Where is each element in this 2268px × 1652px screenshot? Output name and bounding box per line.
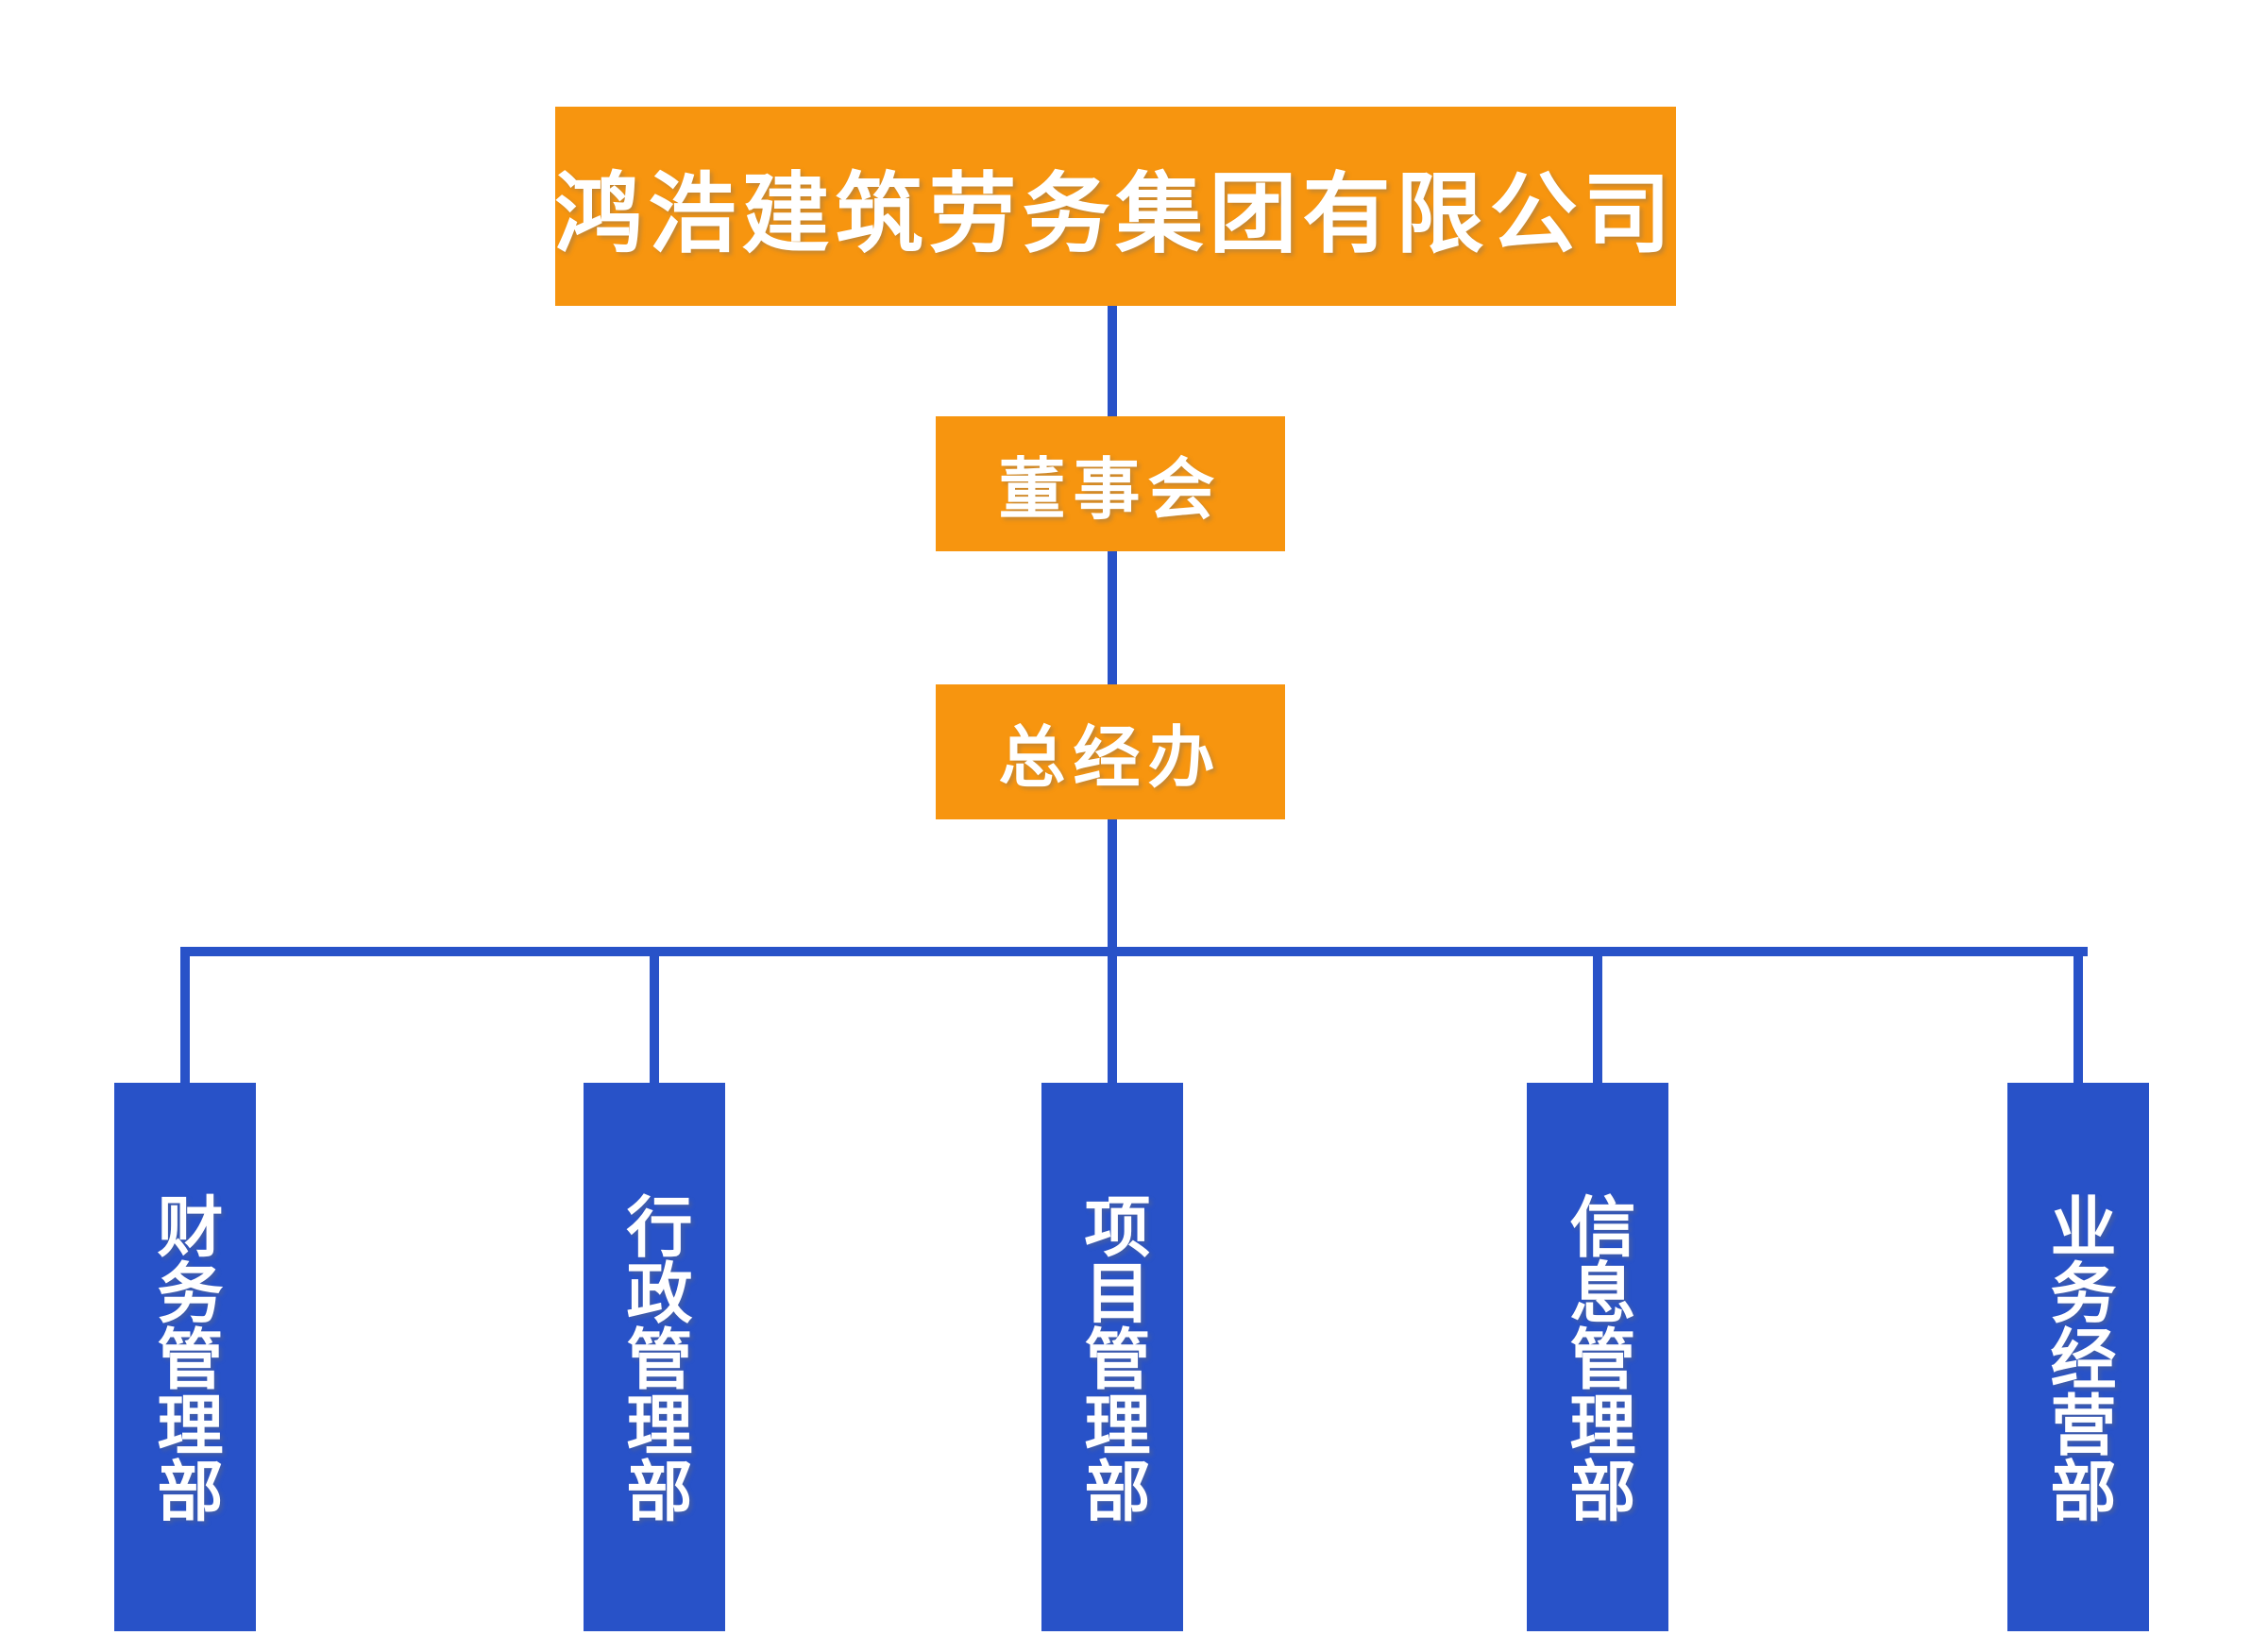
gm-office-node: 总经办 (936, 684, 1285, 819)
connector-drop-project (1108, 947, 1117, 1083)
connector-board-gm (1108, 551, 1117, 684)
connector-drop-finance (180, 947, 190, 1083)
connector-drop-info (1593, 947, 1602, 1083)
connector-drop-business (2073, 947, 2083, 1083)
dept-node-info: 信息管理部 (1527, 1083, 1668, 1631)
dept-label-finance: 财务管理部 (148, 1191, 222, 1523)
connector-drop-admin (650, 947, 659, 1083)
dept-label-business: 业务经营部 (2041, 1191, 2115, 1523)
dept-node-admin: 行政管理部 (584, 1083, 725, 1631)
board-node: 董事会 (936, 416, 1285, 551)
dept-label-admin: 行政管理部 (618, 1191, 691, 1523)
connector-company-board (1108, 306, 1117, 416)
dept-label-project: 项目管理部 (1075, 1191, 1149, 1523)
company-root-node: 鸿浩建筑劳务集团有限公司 (555, 107, 1676, 306)
dept-label-info: 信息管理部 (1561, 1191, 1634, 1523)
dept-node-business: 业务经营部 (2007, 1083, 2149, 1631)
dept-node-finance: 财务管理部 (114, 1083, 256, 1631)
connector-horizontal-bus (180, 947, 2088, 956)
connector-gm-bus (1108, 819, 1117, 956)
dept-node-project: 项目管理部 (1041, 1083, 1183, 1631)
